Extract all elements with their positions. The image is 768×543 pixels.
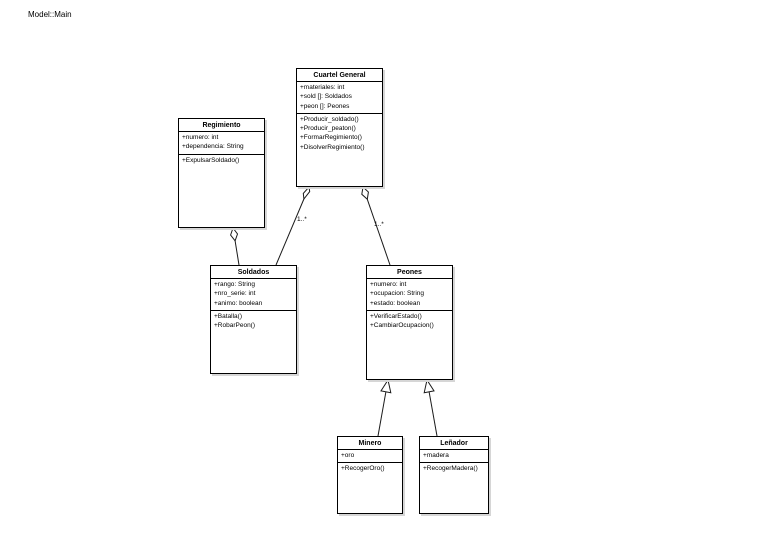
- attributes-compartment: +materiales: int +sold []: Soldados+peon …: [297, 82, 382, 114]
- member-line: +peon []: Peones: [300, 102, 350, 110]
- class-name: Soldados: [211, 266, 296, 279]
- member-line: +oro: [341, 452, 355, 459]
- member-line: +Producir_soldado(): [300, 115, 359, 123]
- multiplicity-label-cuartel-peones: 1..*: [374, 221, 384, 228]
- methods-compartment: +Producir_soldado() +Producir_peaton()+Fo…: [297, 114, 382, 186]
- member-line: +estado: boolean: [370, 299, 421, 307]
- class-name: Leñador: [420, 437, 488, 450]
- member-line: +rango: String: [214, 281, 256, 288]
- member-line: +numero: int: [370, 281, 407, 288]
- aggregation-line-cuartel-peones: [366, 199, 391, 266]
- member-line: +nro_serie: int: [214, 290, 256, 298]
- aggregation-diamond-cuartel-peones: [361, 186, 369, 201]
- attributes-compartment: +rango: String +nro_serie: int+animo: boo…: [211, 279, 296, 311]
- attributes-compartment: +numero: int +dependencia: String: [179, 132, 264, 155]
- aggregation-line-regimiento-soldados: [234, 240, 240, 266]
- class-box-regimiento[interactable]: Regimiento +numero: int +dependencia: Str…: [178, 118, 265, 228]
- member-line: +sold []: Soldados: [300, 93, 352, 101]
- member-line: +RobarPeon(): [214, 322, 256, 330]
- member-line: +VerificarEstado(): [370, 312, 422, 320]
- class-box-peones[interactable]: Peones +numero: int +ocupacion: String+es…: [366, 265, 453, 380]
- class-box-minero[interactable]: Minero +oro +RecogerOro(): [337, 436, 403, 514]
- generalization-line-lenador-peones: [428, 391, 438, 437]
- member-line: +Batalla(): [214, 312, 242, 320]
- class-name: Regimiento: [179, 119, 264, 132]
- multiplicity-label-cuartel-soldados: 1..*: [297, 216, 307, 223]
- member-line: +ExpulsarSoldado(): [182, 156, 240, 164]
- member-line: +FormarRegimiento(): [300, 134, 362, 142]
- member-line: +materiales: int: [300, 84, 345, 91]
- member-line: +RecogerMadera(): [423, 465, 478, 473]
- class-box-cuartel-general[interactable]: Cuartel General +materiales: int +sold []…: [296, 68, 383, 187]
- class-name: Cuartel General: [297, 69, 382, 82]
- methods-compartment: +ExpulsarSoldado(): [179, 155, 264, 227]
- member-line: +madera: [423, 452, 449, 459]
- class-box-soldados[interactable]: Soldados +rango: String +nro_serie: int+a…: [210, 265, 297, 374]
- member-line: +Producir_peaton(): [300, 125, 356, 133]
- attributes-compartment: +madera: [420, 450, 488, 464]
- generalization-arrow-minero-peones: [380, 378, 392, 394]
- member-line: +CambiarOcupacion(): [370, 322, 434, 330]
- attributes-compartment: +numero: int +ocupacion: String+estado: b…: [367, 279, 452, 311]
- attributes-compartment: +oro: [338, 450, 402, 464]
- class-name: Peones: [367, 266, 452, 279]
- methods-compartment: +Batalla() +RobarPeon(): [211, 311, 296, 373]
- aggregation-line-cuartel-soldados: [275, 198, 305, 266]
- generalization-line-minero-peones: [377, 391, 387, 437]
- methods-compartment: +RecogerOro(): [338, 463, 402, 513]
- class-name: Minero: [338, 437, 402, 450]
- class-box-lenador[interactable]: Leñador +madera +RecogerMadera(): [419, 436, 489, 514]
- aggregation-diamond-regimiento-soldados: [230, 226, 239, 242]
- member-line: +numero: int: [182, 134, 219, 141]
- member-line: +ocupacion: String: [370, 290, 425, 298]
- member-line: +dependencia: String: [182, 143, 244, 151]
- aggregation-diamond-cuartel-soldados: [302, 185, 311, 201]
- generalization-arrow-lenador-peones: [423, 378, 435, 394]
- methods-compartment: +VerificarEstado() +CambiarOcupacion(): [367, 311, 452, 379]
- methods-compartment: +RecogerMadera(): [420, 463, 488, 513]
- member-line: +animo: boolean: [214, 299, 263, 307]
- member-line: +RecogerOro(): [341, 465, 385, 473]
- model-title: Model::Main: [28, 10, 72, 19]
- member-line: +DisolverRegimiento(): [300, 143, 365, 151]
